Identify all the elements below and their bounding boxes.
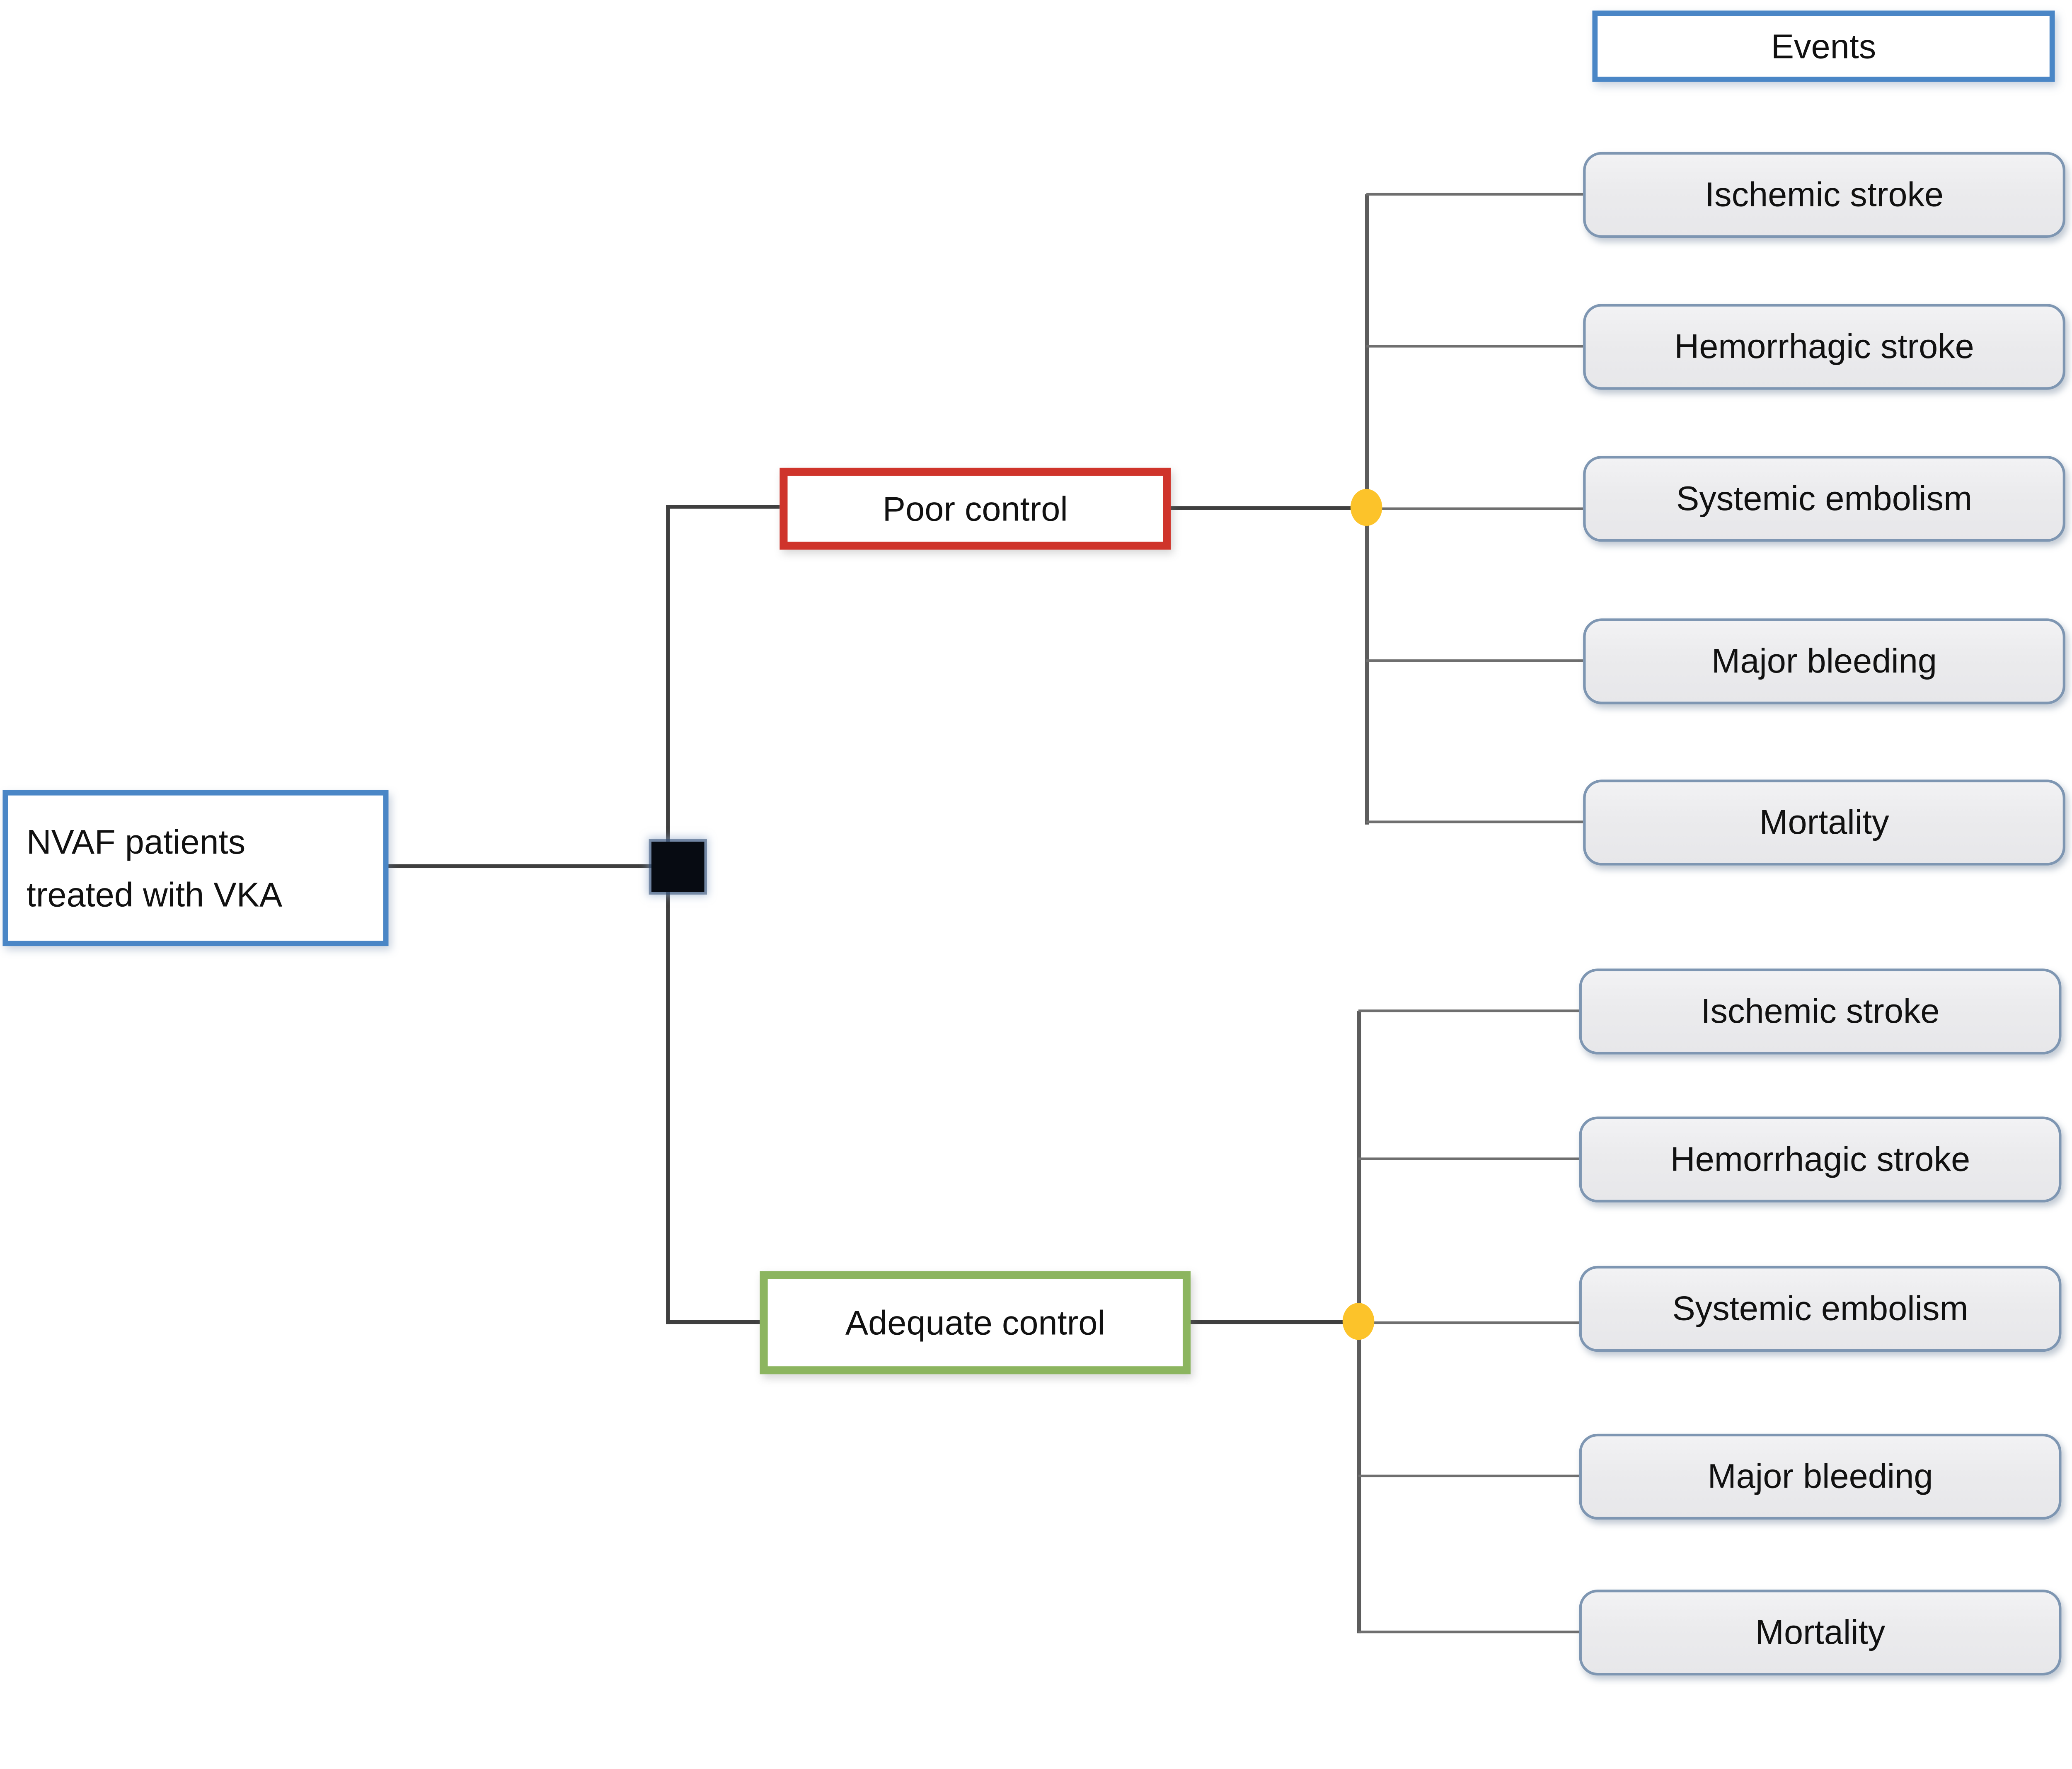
connector-poor-major-bleeding xyxy=(1366,659,1583,662)
events-header-label: Events xyxy=(1771,26,1876,65)
event-poor-systemic-embolism: Systemic embolism xyxy=(1583,456,2066,542)
chance-node-adequate xyxy=(1342,1303,1375,1340)
branch-box-adequate-control: Adequate control xyxy=(760,1271,1191,1375)
decision-node-square xyxy=(651,842,704,892)
event-label: Systemic embolism xyxy=(1676,478,1973,518)
connector-adequate-major-bleeding xyxy=(1358,1474,1579,1478)
event-label: Ischemic stroke xyxy=(1705,174,1944,214)
connector-trunk-to-poor-control xyxy=(666,505,780,509)
event-poor-hemorrhagic-stroke: Hemorrhagic stroke xyxy=(1583,304,2066,390)
event-label: Mortality xyxy=(1759,802,1889,842)
decision-tree-figure: NVAF patients treated with VKA Events Po… xyxy=(2,10,2066,1676)
connector-poor-systemic-embolism xyxy=(1366,507,1583,510)
connector-adequate-ischemic-stroke xyxy=(1358,1009,1579,1012)
event-adequate-systemic-embolism: Systemic embolism xyxy=(1579,1266,2062,1352)
adequate-control-label: Adequate control xyxy=(845,1302,1105,1342)
connector-root-to-decision-node xyxy=(388,864,669,869)
connector-poor-control-to-chance-node xyxy=(1171,506,1367,510)
connector-adequate-hemorrhagic-stroke xyxy=(1358,1157,1579,1160)
poor-control-label: Poor control xyxy=(882,488,1068,528)
branch-box-poor-control: Poor control xyxy=(779,467,1171,550)
event-adequate-hemorrhagic-stroke: Hemorrhagic stroke xyxy=(1579,1116,2062,1203)
event-label: Hemorrhagic stroke xyxy=(1670,1139,1970,1179)
connector-adequate-systemic-embolism xyxy=(1358,1321,1579,1324)
root-label: NVAF patients treated with VKA xyxy=(26,822,283,915)
event-label: Ischemic stroke xyxy=(1701,991,1940,1031)
connector-adequate-mortality xyxy=(1358,1630,1579,1633)
connector-poor-hemorrhagic-stroke xyxy=(1366,345,1583,348)
event-label: Hemorrhagic stroke xyxy=(1674,326,1974,366)
event-poor-mortality: Mortality xyxy=(1583,779,2066,866)
event-poor-ischemic-stroke: Ischemic stroke xyxy=(1583,152,2066,238)
event-poor-major-bleeding: Major bleeding xyxy=(1583,618,2066,704)
connector-adequate-control-to-chance-node xyxy=(1191,1320,1359,1324)
event-label: Mortality xyxy=(1755,1612,1886,1652)
event-adequate-major-bleeding: Major bleeding xyxy=(1579,1433,2062,1520)
trunk-vertical-line xyxy=(666,505,670,1324)
connector-trunk-to-adequate-control xyxy=(666,1320,760,1324)
connector-poor-ischemic-stroke xyxy=(1366,193,1583,196)
root-box-nvaf-patients: NVAF patients treated with VKA xyxy=(2,790,389,946)
events-header-box: Events xyxy=(1592,10,2055,82)
event-adequate-mortality: Mortality xyxy=(1579,1590,2062,1676)
event-adequate-ischemic-stroke: Ischemic stroke xyxy=(1579,968,2062,1055)
connector-poor-mortality xyxy=(1366,820,1583,823)
chance-node-poor xyxy=(1350,489,1382,526)
event-label: Systemic embolism xyxy=(1672,1288,1968,1328)
event-label: Major bleeding xyxy=(1711,641,1937,681)
event-label: Major bleeding xyxy=(1707,1456,1933,1496)
